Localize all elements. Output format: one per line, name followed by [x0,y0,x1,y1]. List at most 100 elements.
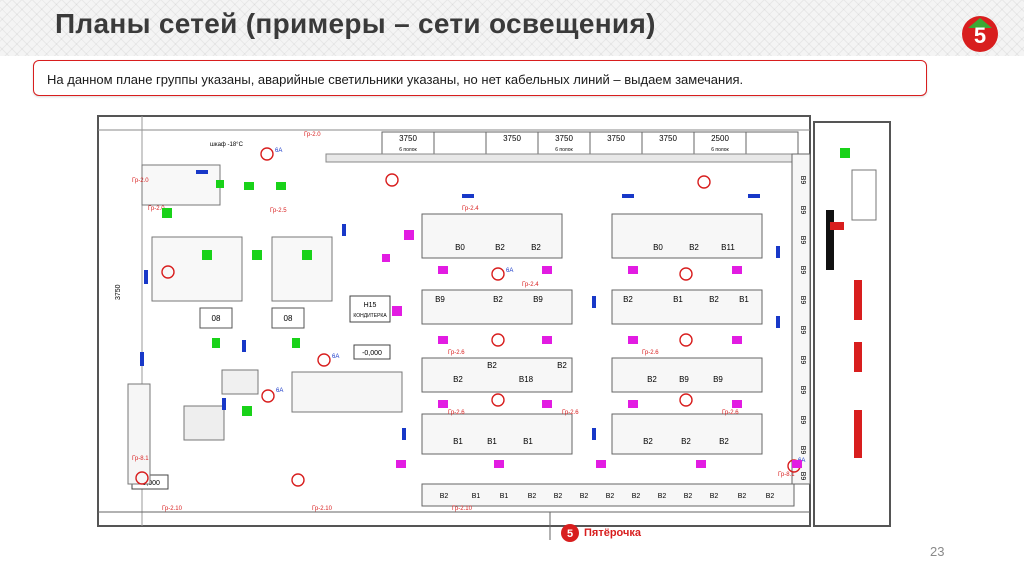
svg-text:B9: B9 [799,386,806,395]
confectionery-room: H15 КОНДИТЕРКА [349,295,391,323]
svg-text:КОНДИТЕРКА: КОНДИТЕРКА [353,313,387,319]
svg-text:Гр-2.10: Гр-2.10 [452,506,473,512]
svg-text:B2: B2 [684,493,693,500]
svg-text:3750: 3750 [503,134,521,143]
svg-text:08: 08 [212,314,221,323]
blue-fixtures [140,170,780,440]
shelf-block-row-2: B9 B2 B9 B2 B1 B2 B1 [421,289,763,325]
svg-text:Гр-2.6: Гр-2.6 [642,350,659,356]
lighting-floor-plan: 3750 3750 3750 3750 3750 2500 6 полок 6 … [92,110,896,540]
svg-text:B1: B1 [453,437,463,446]
header-background [0,0,1024,56]
svg-text:B9: B9 [799,416,806,425]
svg-text:B2: B2 [709,295,719,304]
svg-text:B2: B2 [647,375,657,384]
svg-text:B2: B2 [658,493,667,500]
svg-text:Гр-2.0: Гр-2.0 [304,132,321,138]
svg-text:B2: B2 [681,437,691,446]
svg-text:B0: B0 [653,243,663,252]
svg-text:5: 5 [567,528,573,540]
svg-text:6A: 6A [276,388,283,394]
svg-text:B2: B2 [689,243,699,252]
svg-text:Гр-2.5: Гр-2.5 [270,208,287,214]
svg-text:6 полок: 6 полок [711,147,729,153]
bottom-shelf-row: B2 B1 B1 B2 B2 B2 B2 B2 B2 B2 B2 B2 B2 [421,483,795,507]
svg-text:3750: 3750 [659,134,677,143]
svg-text:B9: B9 [435,295,445,304]
svg-text:B2: B2 [453,375,463,384]
svg-text:B9: B9 [799,356,806,365]
svg-text:B2: B2 [738,493,747,500]
brand-name: Пятёрочка [584,527,642,539]
svg-text:3750: 3750 [399,134,417,143]
svg-text:B2: B2 [487,361,497,370]
svg-text:08: 08 [284,314,293,323]
svg-text:B9: B9 [679,375,689,384]
svg-text:B2: B2 [606,493,615,500]
svg-text:H15: H15 [364,302,377,309]
svg-text:3750: 3750 [555,134,573,143]
svg-text:B2: B2 [495,243,505,252]
right-shelf-column: B9 B9 B9 B9 B9 B9 B9 B9 B9 B9 B9 [791,153,811,485]
svg-text:-0,000: -0,000 [362,350,382,357]
svg-text:B1: B1 [673,295,683,304]
brand-logo-icon: 5 [962,16,998,52]
svg-text:B2: B2 [493,295,503,304]
svg-text:6 полок: 6 полок [555,147,573,153]
svg-text:B2: B2 [623,295,633,304]
svg-text:B9: B9 [799,206,806,215]
shelf-block-row-4: B1 B1 B1 B2 B2 B2 [421,413,763,455]
svg-text:B2: B2 [554,493,563,500]
remark-text: На данном плане группы указаны, аварийны… [47,72,744,87]
page-number: 23 [930,544,945,559]
svg-text:шкаф -18°C: шкаф -18°C [210,142,244,148]
remark-box: На данном плане группы указаны, аварийны… [33,60,927,96]
svg-text:6A: 6A [275,148,282,154]
module-08: 08 08 [199,307,305,329]
svg-text:B0: B0 [455,243,465,252]
svg-text:Гр-2.6: Гр-2.6 [448,350,465,356]
svg-text:5: 5 [974,23,986,48]
svg-text:B2: B2 [643,437,653,446]
svg-text:6A: 6A [332,354,339,360]
svg-text:B2: B2 [440,493,449,500]
svg-text:Гр-8.1: Гр-8.1 [778,472,795,478]
svg-text:B18: B18 [519,375,534,384]
svg-text:B2: B2 [557,361,567,370]
svg-text:B1: B1 [523,437,533,446]
svg-text:B2: B2 [719,437,729,446]
svg-text:Гр-2.4: Гр-2.4 [462,206,479,212]
svg-text:B2: B2 [766,493,775,500]
green-fixtures [162,148,850,416]
slide-title: Планы сетей (примеры – сети освещения) [55,8,656,39]
svg-text:B1: B1 [472,493,481,500]
shelf-block-row-3: B2 B2 B18 B2 B2 B9 B9 [421,357,763,393]
svg-text:B9: B9 [799,266,806,275]
group-labels: Гр-2.0 Гр-2.0 Гр-2.0 Гр-2.4 Гр-2.5 Гр-2.… [132,132,795,512]
shelf-block-row-1: B0 B2 B2 B0 B2 B11 [421,213,763,259]
svg-text:Гр-2.4: Гр-2.4 [522,282,539,288]
readout-1: -0,000 [353,344,391,360]
svg-text:Гр-8.1: Гр-8.1 [132,456,149,462]
top-shelf-dimensions: 3750 3750 3750 3750 3750 2500 6 полок 6 … [381,131,799,155]
svg-text:Гр-2.0: Гр-2.0 [148,206,165,212]
svg-text:Гр-2.10: Гр-2.10 [162,506,183,512]
svg-text:Гр-2.6: Гр-2.6 [722,410,739,416]
svg-text:2500: 2500 [711,134,729,143]
svg-text:Гр-2.10: Гр-2.10 [312,506,333,512]
svg-text:Гр-2.6: Гр-2.6 [562,410,579,416]
svg-text:B1: B1 [487,437,497,446]
svg-text:6 полок: 6 полок [399,147,417,153]
svg-text:B9: B9 [799,296,806,305]
svg-text:B9: B9 [799,176,806,185]
svg-text:B11: B11 [721,243,735,252]
svg-text:B9: B9 [799,472,806,481]
svg-text:B2: B2 [528,493,537,500]
svg-text:B1: B1 [739,295,749,304]
magenta-fixtures [382,230,802,468]
svg-text:B2: B2 [580,493,589,500]
svg-text:B2: B2 [710,493,719,500]
brand-logo-small-icon: 5 [561,524,579,542]
svg-text:B1: B1 [500,493,509,500]
svg-text:B9: B9 [713,375,723,384]
